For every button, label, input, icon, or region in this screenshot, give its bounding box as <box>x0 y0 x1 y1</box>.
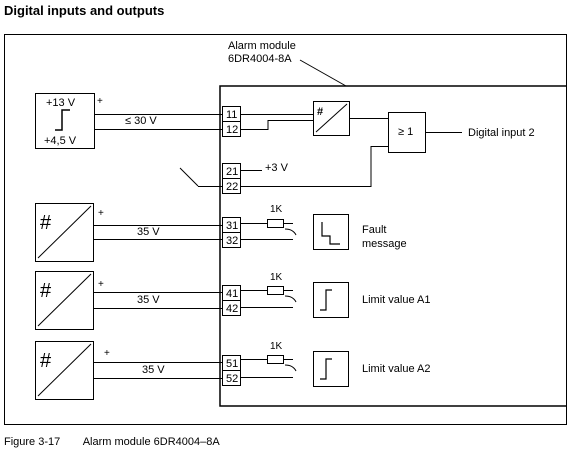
input-voltage: ≤ 30 V <box>125 115 157 127</box>
diagram-heading: Digital inputs and outputs <box>4 3 165 18</box>
output-3-resistor-label: 1K <box>270 341 283 352</box>
converter-block-1 <box>35 203 94 262</box>
converter-block-3 <box>35 341 94 400</box>
isolator-diagonal <box>315 103 348 133</box>
diagram-frame <box>4 34 567 425</box>
converter-block-2 <box>35 271 94 330</box>
output-2-plus: + <box>98 279 104 290</box>
converter-symbol-3: # <box>40 350 52 372</box>
output-2-transistor <box>284 295 297 303</box>
figure-number: Figure 3-17 <box>4 436 61 448</box>
external-contact-lever <box>179 167 199 187</box>
output-3-transistor <box>284 364 297 372</box>
output-2-label: Limit value A1 <box>362 294 430 306</box>
module-label-pointer <box>299 59 347 87</box>
output-1-resistor-label: 1K <box>270 204 283 215</box>
terminal-11: 11 <box>226 109 237 121</box>
figure-title: Alarm module 6DR4004–8A <box>82 436 220 448</box>
terminal-32: 32 <box>226 235 238 247</box>
limit-hysteresis-icon-1 <box>320 289 332 311</box>
internal-wire-12 <box>240 120 313 130</box>
fault-step-icon <box>321 222 340 245</box>
terminal-51: 51 <box>226 358 238 370</box>
output-1-plus: + <box>98 208 104 219</box>
output-2-symbol-box <box>313 282 349 318</box>
output-1-label-line1: Fault <box>362 224 386 236</box>
input-plus-sign: + <box>97 96 103 107</box>
output-3-label: Limit value A2 <box>362 363 430 375</box>
plus-3v-label: +3 V <box>265 162 289 174</box>
terminal-31: 31 <box>226 220 238 232</box>
isolator-symbol: # <box>317 106 323 118</box>
terminal-12: 12 <box>226 124 238 136</box>
module-box <box>219 85 566 407</box>
threshold-input-block <box>35 93 95 149</box>
converter-symbol-1: # <box>40 212 52 234</box>
output-1-transistor <box>284 228 297 236</box>
module-label-line1: Alarm module <box>228 40 296 52</box>
limit-hysteresis-icon-2 <box>320 358 332 380</box>
output-3-resistor <box>267 355 284 364</box>
output-1-resistor <box>267 219 284 228</box>
module-label-line2: 6DR4004-8A <box>228 53 292 65</box>
output-3-symbol-box <box>313 351 349 387</box>
terminal-42: 42 <box>226 303 238 315</box>
terminal-52: 52 <box>226 373 238 385</box>
converter-symbol-2: # <box>40 280 52 302</box>
digital-input-label: Digital input 2 <box>468 127 535 139</box>
output-3-plus: + <box>104 348 110 359</box>
hysteresis-icon <box>55 109 70 131</box>
wire-22-to-gate <box>240 146 388 187</box>
output-3-voltage: 35 V <box>142 364 165 376</box>
output-1-label-line2: message <box>362 238 407 250</box>
terminal-41: 41 <box>226 288 238 300</box>
figure-caption: Figure 3-17 Alarm module 6DR4004–8A <box>4 436 240 448</box>
output-1-symbol-box <box>313 214 349 250</box>
or-gate-label: ≥ 1 <box>398 126 413 138</box>
output-2-voltage: 35 V <box>137 294 160 306</box>
output-1-voltage: 35 V <box>137 226 160 238</box>
terminal-22: 22 <box>226 181 238 193</box>
output-2-resistor-label: 1K <box>270 272 283 283</box>
input-level-low: +4,5 V <box>44 135 77 147</box>
input-level-high: +13 V <box>46 97 76 109</box>
output-2-resistor <box>267 286 284 295</box>
terminal-21: 21 <box>226 166 238 178</box>
